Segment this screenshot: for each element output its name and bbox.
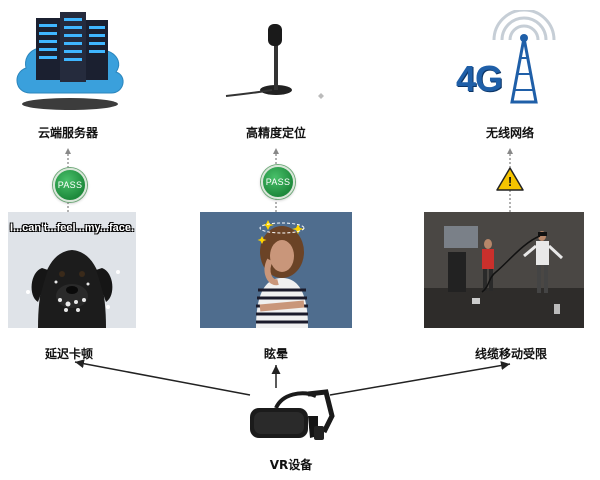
arrow-vr-latency <box>74 359 251 396</box>
label-cloud-server: 云端服务器 <box>37 126 98 140</box>
4g-logo-text: 4G <box>456 58 503 99</box>
arrow-vr-cable <box>329 361 511 396</box>
vr-headset-icon <box>250 389 335 440</box>
pass-badge-positioning: PASS <box>261 165 295 199</box>
warning-icon: ! <box>496 166 524 192</box>
label-vr-device: VR设备 <box>269 458 313 472</box>
label-dizziness: 眩晕 <box>263 347 288 361</box>
warning-mark: ! <box>507 174 513 189</box>
4g-tower-icon: 4G <box>450 10 570 110</box>
cable-vr-room-image <box>424 212 584 328</box>
label-wireless: 无线网络 <box>485 126 534 140</box>
dizziness-image <box>200 212 352 328</box>
meme-caption: I...can't...feel...my...face. <box>9 222 135 234</box>
label-cable-limit: 线缆移动受限 <box>474 347 547 361</box>
latency-meme-image: I...can't...feel...my...face. <box>8 212 136 328</box>
label-positioning: 高精度定位 <box>245 126 306 140</box>
pass-badge-server: PASS <box>53 168 87 202</box>
cloud-server-icon <box>16 12 124 110</box>
label-latency: 延迟卡顿 <box>44 347 93 361</box>
tracking-sensor-icon <box>225 24 324 99</box>
